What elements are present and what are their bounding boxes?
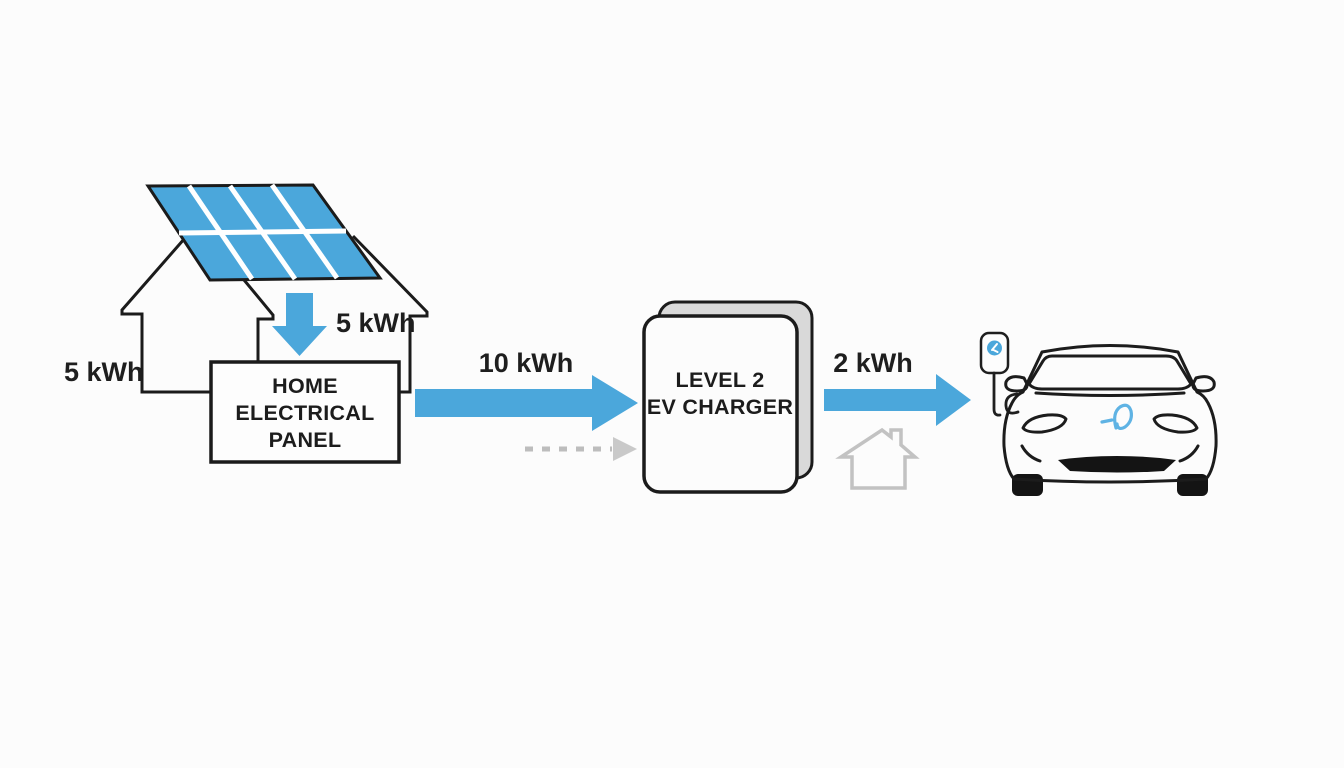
charger-title-line1: LEVEL 2 (676, 368, 765, 392)
flow-label-panel-to-charger: 10 kWh (479, 348, 574, 378)
car-grille (1058, 456, 1176, 473)
car-windshield (1027, 354, 1193, 391)
house-right-wall (351, 234, 429, 394)
car-mirror-right (1191, 375, 1216, 393)
flow-label-solar-to-panel: 5 kWh (336, 308, 416, 338)
connector-plug-hook (1004, 392, 1020, 415)
house-outline (120, 229, 429, 394)
charger-to-car-arrow (824, 374, 971, 426)
car-headlight-left (1021, 413, 1068, 434)
home-electrical-panel-box: HOME ELECTRICAL PANEL (209, 360, 401, 464)
car-mirror-left (1004, 375, 1029, 393)
ev-charger-box: LEVEL 2 EV CHARGER (642, 300, 814, 494)
wall-connector-icon (979, 331, 1020, 417)
flow-label-charger-to-car: 2 kWh (833, 348, 913, 378)
solar-to-panel-arrow (272, 293, 327, 356)
solar-panel (145, 183, 383, 282)
house-middle-gable (228, 262, 275, 363)
home-icon (835, 427, 920, 490)
panel-title-line2: ELECTRICAL (235, 401, 374, 425)
flow-label-left-house: 5 kWh (64, 357, 144, 387)
charger-front-face (642, 314, 799, 494)
car-hood-crease-left (1020, 444, 1042, 463)
car-wheel-left (1012, 474, 1043, 496)
connector-cable (992, 371, 1002, 417)
car-hood-crease-right (1178, 444, 1200, 463)
car-wheel-right (1177, 474, 1208, 496)
car-logo (1100, 403, 1133, 431)
ev-car (1002, 344, 1218, 496)
charger-title-line2: EV CHARGER (647, 395, 794, 419)
panel-to-charger-arrow (415, 375, 638, 431)
car-cowl-line (1034, 391, 1186, 397)
connector-bolt-icon (991, 343, 999, 353)
house-left-wall (120, 229, 212, 394)
panel-title-line3: PANEL (269, 428, 342, 452)
car-headlight-right (1152, 413, 1199, 434)
panel-title-line1: HOME (272, 374, 338, 398)
solar-panel-grid (178, 183, 347, 281)
dashed-loss-arrow (525, 437, 637, 461)
car-body (1002, 344, 1218, 484)
